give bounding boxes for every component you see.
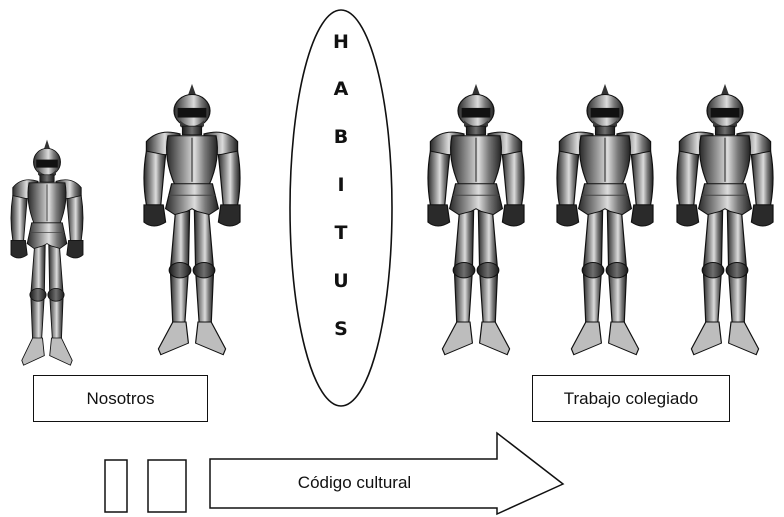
habitus-letter: S	[316, 318, 366, 340]
armor-figure-large	[144, 84, 240, 355]
nosotros-label-box: Nosotros	[33, 375, 208, 422]
small-rectangle	[105, 460, 127, 512]
medium-rectangle	[148, 460, 186, 512]
armor-figure-small	[11, 140, 83, 366]
habitus-letter: T	[316, 222, 366, 244]
armor-figure-large	[557, 84, 653, 355]
habitus-letter: H	[316, 31, 366, 53]
habitus-letter: A	[316, 78, 366, 100]
habitus-letter: U	[316, 270, 366, 292]
codigo-cultural-label: Código cultural	[298, 473, 411, 493]
codigo-cultural-label-wrap: Código cultural	[212, 458, 497, 508]
nosotros-label: Nosotros	[86, 389, 154, 409]
habitus-letter: B	[316, 126, 366, 148]
habitus-letter: I	[316, 174, 366, 196]
armor-figure-large	[677, 84, 773, 355]
habitus-letters: H A B I T U S	[316, 0, 366, 400]
trabajo-colegiado-label-box: Trabajo colegiado	[532, 375, 730, 422]
trabajo-colegiado-label: Trabajo colegiado	[564, 389, 699, 409]
armor-figure-large	[428, 84, 524, 355]
